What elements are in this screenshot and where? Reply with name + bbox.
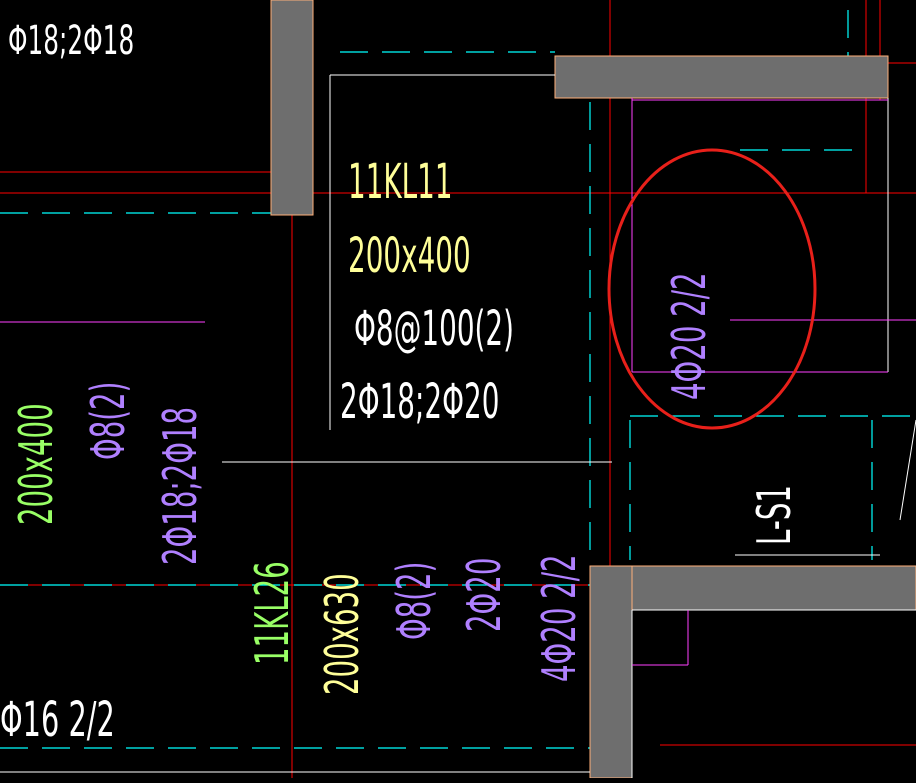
kl26-size-label: 200x630 (316, 573, 369, 695)
left-rebar-label: 2Φ18;2Φ18 (154, 407, 207, 565)
circled-rebar-label: 4Φ20 2/2 (663, 272, 716, 400)
wall-horizontal-bottom-right (589, 565, 916, 611)
kl11-name-label: 11KL11 (348, 155, 453, 210)
wall-vertical-bottom (589, 565, 633, 779)
kl11-rebar-label: 2Φ18;2Φ20 (340, 375, 499, 430)
kl26-bottom-label: 4Φ20 2/2 (533, 554, 586, 682)
left-stirrup-label: Φ8(2) (82, 382, 135, 460)
bottom-left-rebar-label: Φ16 2/2 (0, 692, 115, 748)
slab-label: L-S1 (748, 485, 801, 545)
red-ellipse-markup-icon (607, 148, 817, 430)
top-left-rebar-label: Φ18;2Φ18 (8, 17, 134, 64)
left-size-label: 200x400 (10, 403, 63, 525)
walls (270, 0, 916, 779)
kl26-stirrup-label: Φ8(2) (388, 562, 441, 640)
kl11-stirrup-label: Φ8@100(2) (354, 302, 514, 357)
break-mark (899, 419, 916, 521)
wall-horizontal-top-right (554, 55, 889, 99)
kl26-top-label: 2Φ20 (458, 558, 511, 632)
dashed-beam-lines (0, 10, 916, 749)
beam-outlines-magenta (0, 98, 916, 666)
beam-outlines-white (0, 74, 916, 778)
kl26-name-label: 11KL26 (246, 561, 299, 665)
wall-vertical-top (270, 0, 314, 216)
kl11-size-label: 200x400 (348, 229, 471, 284)
